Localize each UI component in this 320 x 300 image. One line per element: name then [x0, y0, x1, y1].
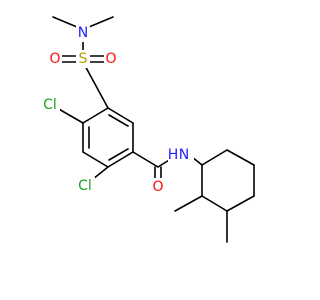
bond-n-methyl-right [88, 16, 114, 28]
atom-nitrogen-amide-label: N [179, 147, 189, 163]
atom-cl-top-label: Cl [43, 97, 57, 113]
atom-oxygen-carbonyl: O [151, 178, 165, 196]
atom-label-layer: Cl Cl S O O N H N O [40, 24, 194, 196]
atom-nitrogen-amine-label: N [78, 25, 88, 41]
atom-oxygen-left: O [48, 50, 62, 68]
atom-oxygen-left-label: O [49, 51, 60, 67]
atom-oxygen-right-label: O [105, 51, 116, 67]
bond-ring-3 [82, 151, 109, 168]
bond-cyclo-1 [201, 149, 228, 166]
bond-cyclo-4 [226, 195, 255, 212]
atom-oxygen-carbonyl-label: O [152, 179, 163, 195]
molecule-structure: Cl Cl S O O N H N O [40, 16, 255, 243]
bond-ring-4-inner [108, 148, 129, 161]
bond-cyclo-2 [226, 149, 255, 166]
atom-nitrogen-amine: N [76, 24, 90, 42]
bond-n-methyl-left [52, 16, 78, 28]
bond-methyl-2 [174, 195, 203, 212]
atom-cl-bottom-label: Cl [78, 178, 92, 194]
atom-nitrogen-amide: H N [168, 146, 194, 164]
bond-ring-carbonyl [132, 151, 159, 168]
bond-c-s [82, 61, 109, 109]
bond-c-cl-top [56, 107, 84, 124]
bond-ring-1 [82, 107, 109, 124]
bond-ring-6-inner [108, 114, 129, 127]
bond-ring-4 [107, 151, 134, 168]
atom-sulfur-label: S [79, 51, 88, 67]
atom-oxygen-right: O [104, 50, 118, 68]
atom-h-amide-label: H [168, 147, 179, 163]
atom-cl-top: Cl [40, 97, 60, 115]
bond-cyclo-5 [201, 195, 228, 212]
bond-ring-6 [107, 107, 134, 124]
atom-sulfur: S [76, 50, 90, 68]
atom-cl-bottom: Cl [75, 177, 95, 195]
